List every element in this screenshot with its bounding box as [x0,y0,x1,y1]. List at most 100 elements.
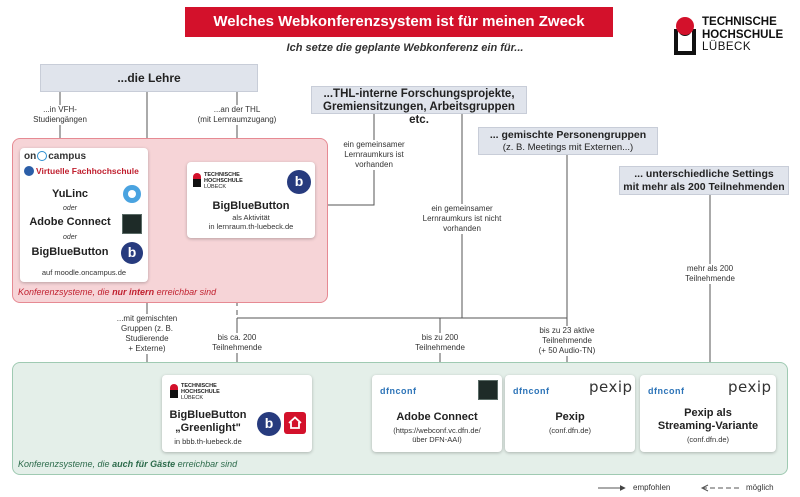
label-kurs-2: Lernraumkurs ist [344,150,404,159]
label-gemischt-gruppen: ...mit gemischten Gruppen (z. B. Studier… [108,314,186,354]
label-b200: bis zu 200 Teilnehmende [404,333,476,353]
logo-line-1: TECHNISCHE [702,16,777,28]
purpose-intern-line-2: Gremiensitzungen, Arbeitsgruppen etc. [323,101,515,126]
zone-gast-bold: auch für Gäste [112,459,176,469]
label-b23-3: (+ 50 Audio-TN) [538,346,596,355]
oncampus-brand-prefix: on [24,151,37,162]
pexip-streaming-url: (conf.dfn.de) [686,435,730,444]
thl-mini-logo-2: HOCHSCHULE [204,178,243,184]
oder-1: oder [62,205,77,212]
vfh-name: Virtuelle Fachhochschule [36,166,139,176]
card-pexip-streaming: dfnconf pexip Pexip als Streaming-Varian… [640,375,776,452]
purpose-gemischt-line-1: ... gemischte Personengruppen [489,129,647,141]
thl-mini-logo-icon [193,173,201,187]
thl-bbb-name: BigBlueButton [212,200,290,212]
greenlight-thl-logo-icon [170,384,178,398]
purpose-gemischt: ... gemischte Personengruppen (z. B. Mee… [478,127,658,155]
label-vfh-2: Studiengängen [33,115,87,124]
zone-intern-label: Konferenzsysteme, die nur intern erreich… [18,287,216,297]
pexip-streaming-name-1: Pexip als [684,407,732,419]
label-ca200: bis ca. 200 Teilnehmende [200,333,274,353]
globe-icon [24,166,34,176]
zone-intern-suffix: erreichbar sind [154,287,217,297]
pexip-logo: pexip [589,378,633,396]
logo-line-3: LÜBECK [702,41,752,53]
dfnconf-logo: dfnconf [648,386,685,396]
label-kein-kurs-3: vorhanden [443,224,481,233]
purpose-settings-line-1: ... unterschiedliche Settings [634,168,774,180]
thl-logo: TECHNISCHE HOCHSCHULE LÜBECK [672,15,797,57]
adobe-dfn-url-1: (https://webconf.vc.dfn.de/ [393,426,481,435]
greenlight-url: in bbb.th-luebeck.de [174,437,242,446]
page-title: Welches Webkonferenzsystem ist für meine… [185,7,613,60]
bigbluebutton-icon: b [257,412,281,436]
label-ca200-1: bis ca. 200 [217,333,257,342]
zone-gast-prefix: Konferenzsysteme, die [18,459,113,469]
home-icon [284,412,306,434]
card-greenlight: TECHNISCHE HOCHSCHULE LÜBECK BigBlueButt… [162,375,312,452]
label-b23-2: Teilnehmende [542,336,592,345]
purpose-gemischt-line-2: (z. B. Meetings mit Externen...) [502,141,634,153]
gl-logo-2: HOCHSCHULE [181,389,220,395]
card-oncampus: on campus Virtuelle Fachhochschule YuLinc… [20,148,148,282]
pexip-url: (conf.dfn.de) [548,426,592,435]
pexip-logo: pexip [728,378,772,396]
adobe-connect-icon [478,380,498,400]
purpose-settings-line-2: mit mehr als 200 Teilnehmenden [623,181,785,193]
label-b200-2: Teilnehmende [415,343,465,352]
gl-logo-1: TECHNISCHE [181,383,217,389]
card-pexip: dfnconf pexip Pexip (conf.dfn.de) [505,375,635,452]
card-thl-bbb: TECHNISCHE HOCHSCHULE LÜBECK b BigBlueBu… [187,162,315,238]
label-m200-1: mehr als 200 [686,264,734,273]
label-b23: bis zu 23 aktive Teilnehmende (+ 50 Audi… [528,326,606,356]
label-m200: mehr als 200 Teilnehmende [676,264,744,284]
pexip-name: Pexip [555,411,585,423]
thl-bbb-sub-1: als Aktivität [232,213,270,222]
zone-gast-suffix: erreichbar sind [175,459,238,469]
zone-intern-prefix: Konferenzsysteme, die [18,287,113,297]
adobe-name-oncampus: Adobe Connect [29,216,111,228]
logo-line-2: HOCHSCHULE [702,28,784,41]
yulinc-icon [123,185,141,203]
legend-recommended: empfohlen [633,483,671,492]
label-kurs-3: vorhanden [355,160,393,169]
oncampus-url: auf moodle.oncampus.de [41,268,127,277]
thl-bbb-sub-2: in lernraum.th-luebeck.de [208,222,294,231]
label-kurs-1: ein gemeinsamer [343,140,405,149]
zone-gast-label: Konferenzsysteme, die auch für Gäste err… [18,459,237,469]
label-kein-kurs-1: ein gemeinsamer [431,204,493,213]
thl-logo-icon [674,17,696,55]
yulinc-name: YuLinc [51,188,89,200]
bigbluebutton-icon: b [121,242,143,264]
thl-mini-logo-3: LÜBECK [204,184,227,190]
home-glyph [288,416,302,429]
label-gemischt-4: + Externe) [128,344,166,353]
label-kein-kurs-2: Lernraumkurs ist nicht [422,214,502,223]
gl-logo-3: LÜBECK [181,395,204,401]
purpose-intern-line-1: ...THL-interne Forschungsprojekte, [323,88,515,100]
page-subtitle: Ich setze die geplante Webkonferenz ein … [286,42,524,54]
label-gemischt-3: Studierende [125,334,169,343]
pexip-streaming-name-2: Streaming-Variante [657,420,759,432]
greenlight-name-2: „Greenlight" [175,422,241,434]
bigbluebutton-icon: b [287,170,311,194]
oncampus-at-icon [37,151,48,161]
dfnconf-logo: dfnconf [380,386,417,396]
legend-possible: möglich [746,483,774,492]
dfnconf-logo: dfnconf [513,386,550,396]
label-m200-2: Teilnehmende [685,274,735,283]
oncampus-brand: on campus [24,151,86,162]
greenlight-name-1: BigBlueButton [169,409,247,421]
label-kurs: ein gemeinsamer Lernraumkurs ist vorhand… [334,140,414,170]
oncampus-brand-suffix: campus [48,151,87,162]
card-adobe-dfn: dfnconf Adobe Connect (https://webconf.v… [372,375,502,452]
label-thl-1: ...an der THL [213,105,261,114]
bbb-name-oncampus: BigBlueButton [31,246,109,258]
label-gemischt-2: Gruppen (z. B. [120,324,174,333]
label-ca200-2: Teilnehmende [212,343,262,352]
label-b200-1: bis zu 200 [421,333,459,342]
adobe-dfn-name: Adobe Connect [396,411,478,423]
label-gemischt-1: ...mit gemischten [116,314,178,323]
purpose-lehre: ...die Lehre [40,64,258,92]
label-vfh: ...in VFH- Studiengängen [20,105,100,125]
